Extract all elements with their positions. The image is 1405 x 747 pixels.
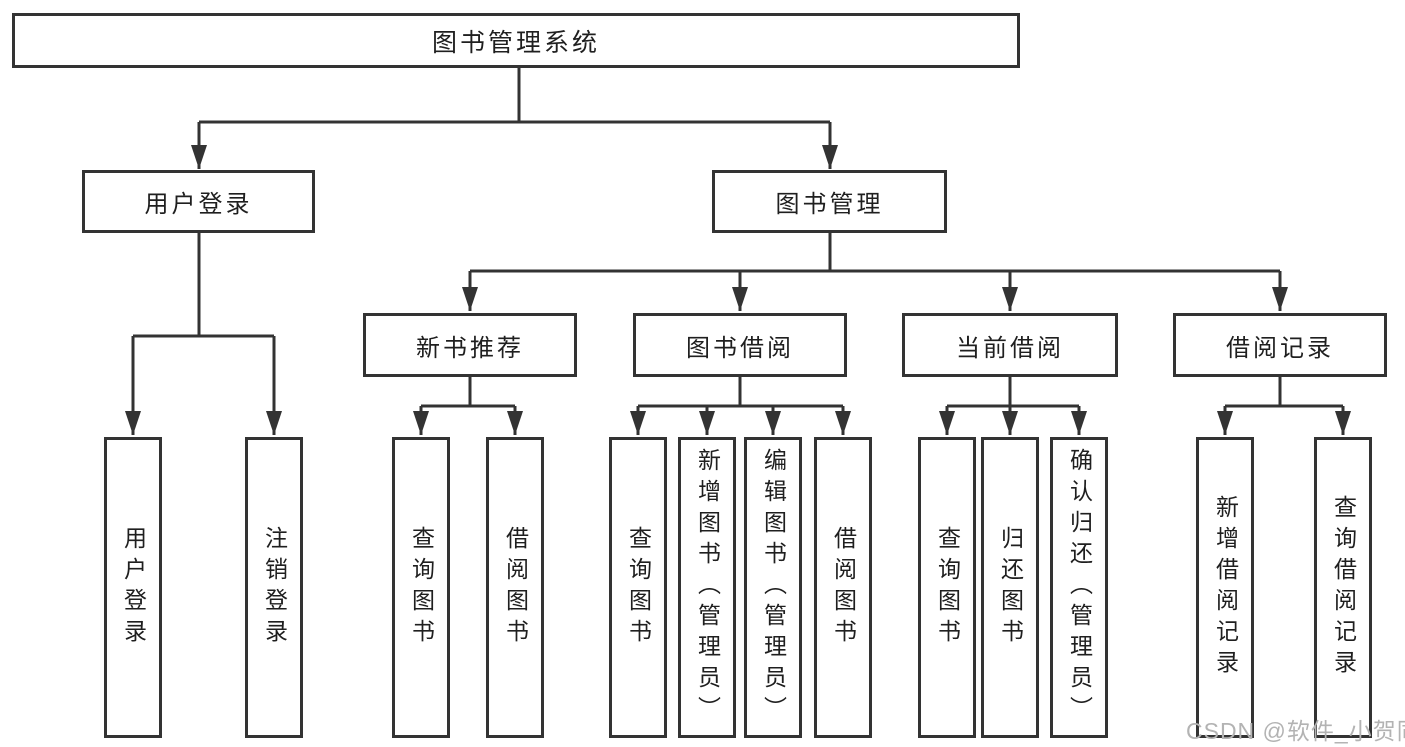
node-borrowing-records: 借阅记录	[1173, 313, 1387, 377]
leaf-query-borrow-record-label: 查询借阅记录	[1330, 494, 1357, 681]
leaf-recommend-borrow-books: 借阅图书	[486, 437, 544, 738]
leaf-return-books-label: 归还图书	[997, 525, 1024, 650]
node-library-system: 图书管理系统	[12, 13, 1020, 68]
node-book-management-label: 图书管理	[775, 191, 884, 218]
node-library-system-label: 图书管理系统	[431, 28, 600, 57]
node-borrowing-records-label: 借阅记录	[1226, 334, 1334, 362]
leaf-return-books: 归还图书	[981, 437, 1039, 738]
leaf-query-borrow-record: 查询借阅记录	[1314, 437, 1372, 738]
node-current-borrowing-label: 当前借阅	[956, 334, 1064, 362]
connector-book-management-trunk	[470, 233, 1280, 273]
leaf-current-query-books-label: 查询图书	[934, 525, 961, 650]
leaf-logout: 注销登录	[245, 437, 303, 738]
leaf-add-borrow-record: 新增借阅记录	[1196, 437, 1254, 738]
leaf-borrow-books: 借阅图书	[814, 437, 872, 738]
leaf-add-books-admin-label: 新增图书（管理员）	[694, 448, 721, 727]
node-user-login-label: 用户登录	[144, 191, 253, 218]
leaf-edit-books-admin-label: 编辑图书（管理员）	[760, 448, 787, 727]
connector-new-book-recommend-trunk	[421, 377, 515, 408]
node-user-login: 用户登录	[82, 170, 315, 233]
connector-root-trunk	[199, 68, 830, 124]
node-book-borrowing: 图书借阅	[633, 313, 847, 377]
leaf-user-login: 用户登录	[104, 437, 162, 738]
leaf-borrowing-query-books-label: 查询图书	[625, 525, 652, 650]
leaf-current-query-books: 查询图书	[918, 437, 976, 738]
leaf-confirm-return-admin-label: 确认归还（管理员）	[1066, 448, 1093, 727]
leaf-add-borrow-record-label: 新增借阅记录	[1212, 494, 1239, 681]
leaf-user-login-label: 用户登录	[120, 525, 147, 650]
leaf-recommend-borrow-books-label: 借阅图书	[502, 525, 529, 650]
node-new-book-recommend-label: 新书推荐	[416, 334, 524, 362]
node-current-borrowing: 当前借阅	[902, 313, 1118, 377]
node-new-book-recommend: 新书推荐	[363, 313, 577, 377]
leaf-recommend-query-books-label: 查询图书	[408, 525, 435, 650]
leaf-recommend-query-books: 查询图书	[392, 437, 450, 738]
leaf-logout-label: 注销登录	[261, 525, 288, 650]
leaf-confirm-return-admin: 确认归还（管理员）	[1050, 437, 1108, 738]
leaf-edit-books-admin: 编辑图书（管理员）	[744, 437, 802, 738]
node-book-borrowing-label: 图书借阅	[686, 334, 794, 362]
connector-borrowing-records-trunk	[1225, 377, 1343, 408]
watermark-text: CSDN @软件_小贺同学	[1186, 718, 1405, 744]
connector-user-login-trunk	[133, 233, 274, 338]
connector-book-borrowing-trunk	[638, 377, 843, 408]
connector-current-borrowing-trunk	[947, 377, 1079, 408]
leaf-borrow-books-label: 借阅图书	[830, 525, 857, 650]
leaf-borrowing-query-books: 查询图书	[609, 437, 667, 738]
leaf-add-books-admin: 新增图书（管理员）	[678, 437, 736, 738]
node-book-management: 图书管理	[712, 170, 947, 233]
